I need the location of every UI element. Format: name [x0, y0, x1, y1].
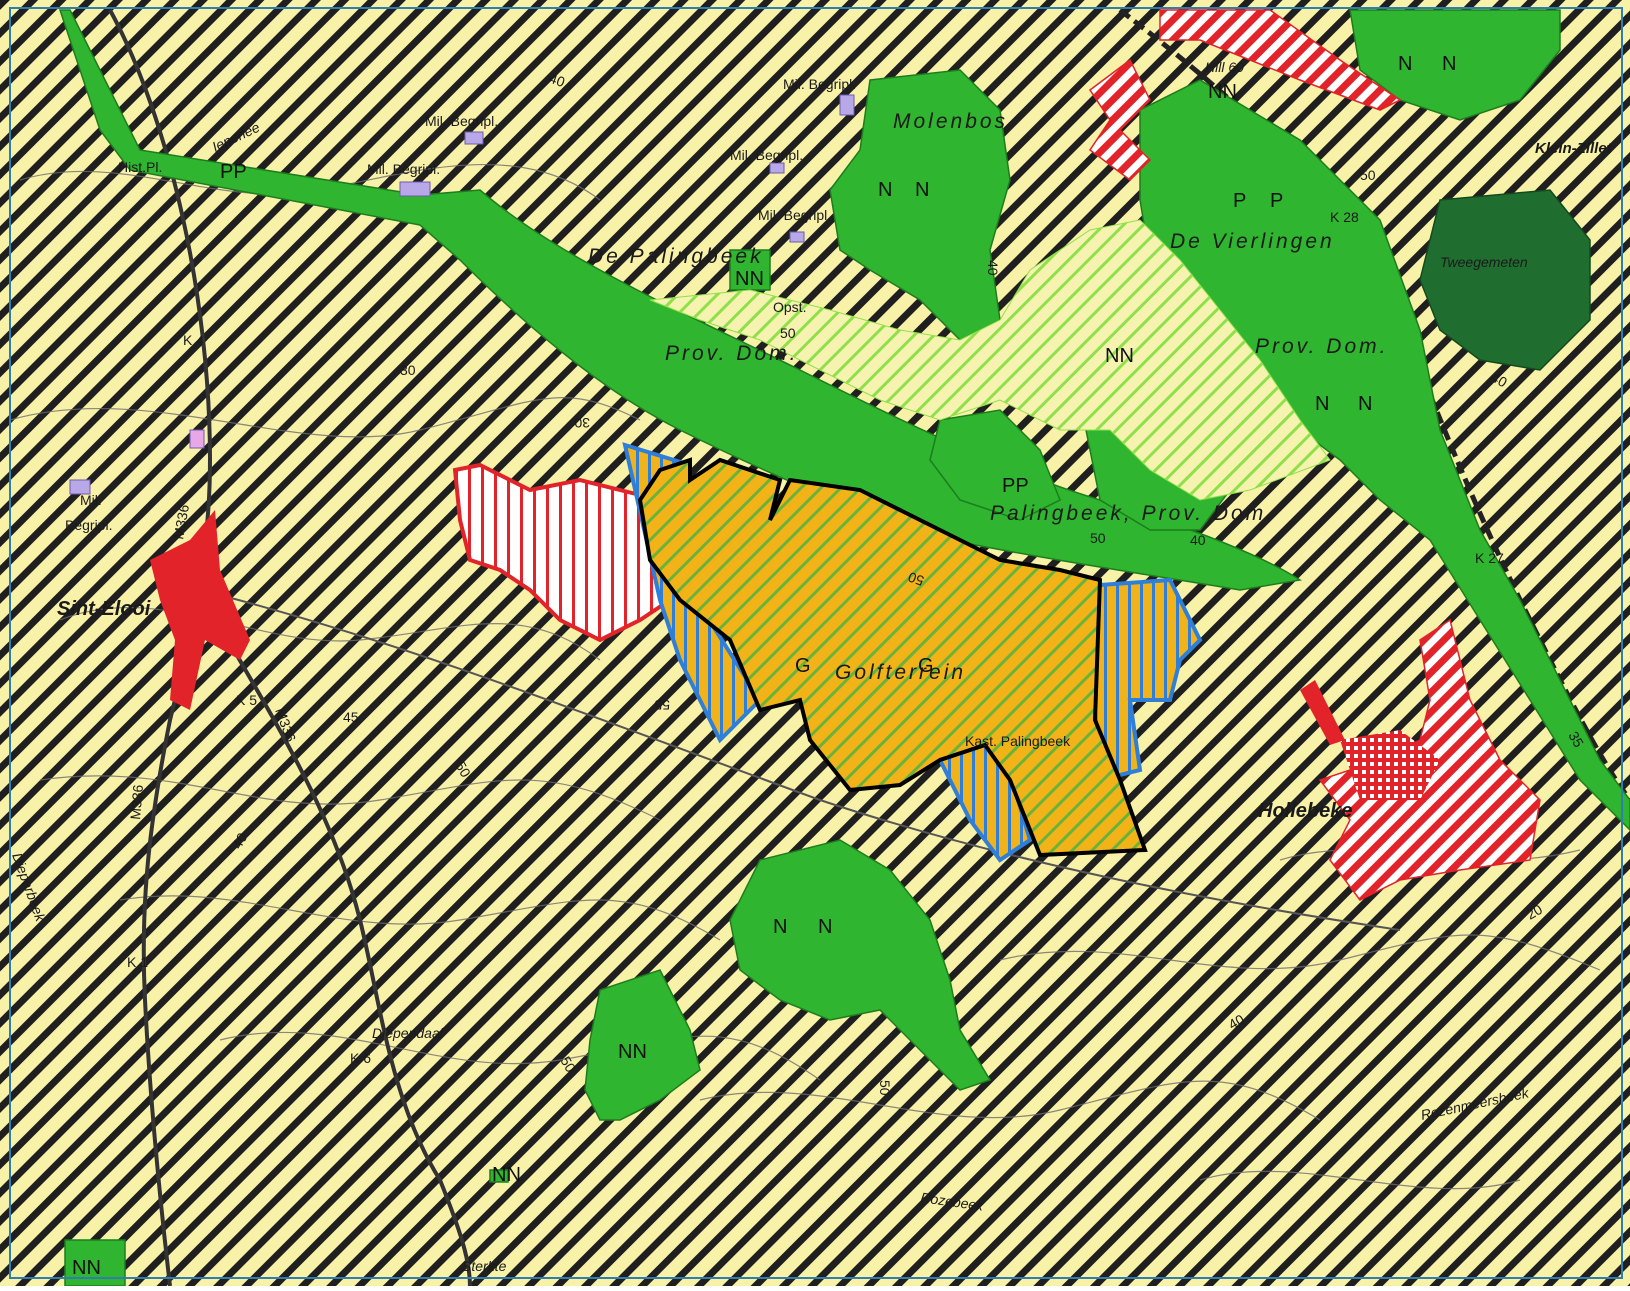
- label-de-palingbeek: De Palingbeek: [588, 245, 764, 268]
- road-k1: K 1: [127, 954, 148, 970]
- contour-label: 55: [654, 697, 670, 713]
- military-markers: [69, 94, 855, 495]
- road-k27: K 27: [1475, 550, 1504, 566]
- code-n-south-1: N: [773, 916, 787, 938]
- label-molenbos: Molenbos: [893, 110, 1008, 133]
- label-kast-palingbeek: Kast. Palingbeek: [965, 733, 1071, 749]
- label-klein-zillebeke: Klein-Zillet: [1535, 140, 1613, 157]
- label-mil-begripl-5: Mil. Begripl.: [758, 207, 831, 223]
- label-prov-dom-right: Prov. Dom.: [1255, 335, 1388, 358]
- zone-code-labels: PP N N NN N N NN P P NN N N PP G G N N N…: [72, 53, 1456, 1279]
- contour-label: 50: [452, 759, 474, 781]
- road-k4: K 4: [183, 332, 204, 348]
- code-n-top-right-1: N: [1398, 53, 1412, 75]
- small-nn-patch: [489, 1169, 509, 1183]
- contour-label: 35: [1565, 729, 1587, 751]
- contour-label: 50: [780, 325, 796, 341]
- golf-course-area: [637, 457, 1148, 858]
- dark-forest-patch: [1419, 189, 1591, 371]
- code-nn-southwest: NN: [618, 1041, 647, 1063]
- road-m336-a: M336: [170, 503, 192, 540]
- south-forest: [729, 839, 992, 1091]
- road-m336-c: M336: [127, 784, 146, 820]
- contour-label: 50: [877, 1080, 893, 1096]
- label-sterkte: Sterkte: [462, 1258, 507, 1274]
- label-palingbeek-prov-dom: Palingbeek, Prov. Dom.: [990, 502, 1275, 525]
- label-prov-dom-left: Prov. Dom.: [665, 342, 798, 365]
- contour-label: 50: [557, 1054, 579, 1076]
- contour-label: 50: [906, 569, 926, 589]
- contour-label: 45: [343, 709, 359, 725]
- contour-label: 20: [1524, 901, 1546, 923]
- contour-label: 30: [400, 362, 416, 378]
- code-pp-palingbeek: PP: [1002, 475, 1029, 497]
- label-tweegemeten: Tweegemeten: [1440, 254, 1528, 270]
- road-k6: K 6: [350, 1050, 371, 1066]
- code-n-molenbos-1: N: [878, 179, 892, 201]
- code-p-vierlingen-1: P: [1233, 190, 1246, 212]
- contour-label: 40: [1190, 532, 1206, 548]
- contour-label: 40: [1226, 1011, 1248, 1033]
- code-g-2: G: [918, 655, 934, 677]
- contour-label: 50: [1090, 530, 1106, 546]
- code-g-1: G: [795, 655, 811, 677]
- label-mil-begripl-4: Mil. Begripl.: [730, 147, 803, 163]
- code-pp-top: PP: [220, 161, 247, 183]
- contour-value-labels: 40 50 50 50 45 40 50 40 40 55 50 20 30 5…: [229, 70, 1587, 1096]
- palingbeek-nn: [729, 249, 771, 291]
- contour-label: 40: [229, 830, 251, 852]
- code-n-top-right-2: N: [1442, 53, 1456, 75]
- code-n-molenbos-2: N: [915, 179, 929, 201]
- code-n-south-2: N: [818, 916, 832, 938]
- label-hollebeke: Hollebeke: [1258, 800, 1352, 822]
- road-k5: K 5: [236, 692, 257, 708]
- code-n-vierlingen-2: N: [1358, 393, 1372, 415]
- palingbeek-forest-a: [929, 409, 1061, 521]
- label-sint-elooi: Sint-Elooi: [57, 598, 151, 620]
- contour-label: 40: [1489, 369, 1511, 391]
- label-diependaal: Diependaal: [372, 1025, 444, 1041]
- label-mil-begripl-3: Mil. Begripl.: [783, 76, 856, 92]
- code-nn-bottom-left: NN: [72, 1257, 101, 1279]
- label-de-vierlingen: De Vierlingen: [1170, 230, 1335, 253]
- contour-label: 30: [574, 415, 590, 431]
- label-golfterrein: Golfterrein: [835, 661, 966, 684]
- code-nn-center: NN: [1105, 345, 1134, 367]
- code-n-vierlingen-1: N: [1315, 393, 1329, 415]
- code-p-vierlingen-2: P: [1270, 190, 1283, 212]
- label-mil-left-bottom: Begripl.: [65, 517, 112, 533]
- code-nn-hill60: NN: [1208, 81, 1237, 103]
- contour-label: 40: [985, 260, 1001, 276]
- contour-label: 50: [1360, 167, 1376, 183]
- code-nn-palingbeek: NN: [735, 268, 764, 290]
- label-mil-left-top: Mil.: [80, 492, 102, 508]
- planned-residential-zone: [452, 462, 673, 643]
- label-hill-60: Hill 60: [1205, 59, 1244, 75]
- southwest-forest: [584, 969, 701, 1121]
- top-right-forest: [1349, 9, 1561, 121]
- label-mil-begripl-1: Mil. Begripl.: [425, 113, 498, 129]
- label-mil-begripl-2: Mil. Begripl.: [367, 161, 440, 177]
- code-nn-small: NN: [492, 1164, 521, 1186]
- residential-areas: [150, 9, 1541, 901]
- contour-label: 40: [547, 70, 567, 90]
- label-opst: Opst.: [773, 299, 806, 315]
- label-hist-pl: Hist.Pl.: [118, 159, 162, 175]
- road-k28: K 28: [1330, 209, 1359, 225]
- sint-elooi-residential: [150, 510, 250, 710]
- map-border: [9, 7, 1623, 1279]
- canal-corridor: [58, 9, 1302, 591]
- park-hatched-area: [649, 219, 1331, 501]
